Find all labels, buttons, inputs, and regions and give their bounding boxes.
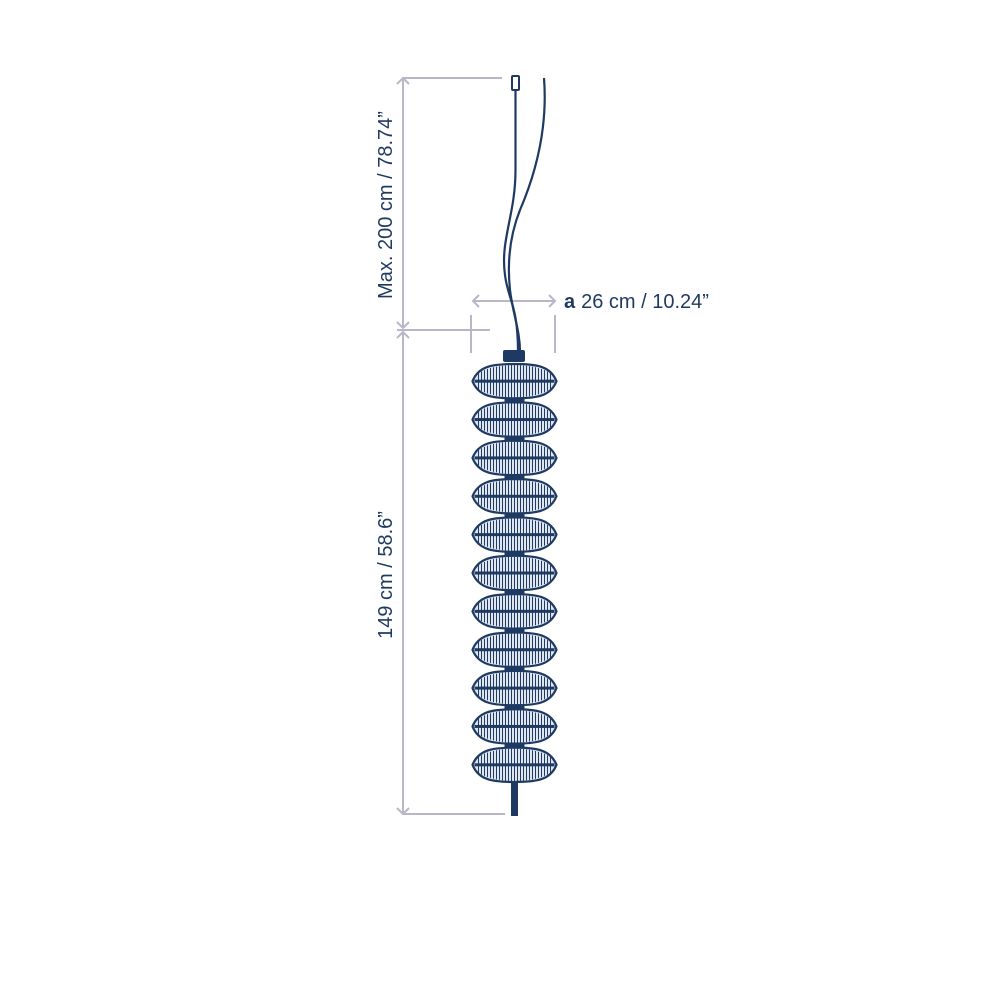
disc-connector (504, 627, 525, 633)
disc-band (474, 609, 555, 613)
disc-connector (504, 512, 525, 518)
lamp-disc (471, 708, 558, 748)
lamp-disc (471, 631, 558, 671)
disc-band (474, 494, 555, 498)
disc-band (474, 648, 555, 652)
cable-height-dimension: Max. 200 cm / 78.74” (375, 76, 502, 330)
disc-band (474, 686, 555, 690)
disc-band (474, 379, 555, 383)
lamp-disc (471, 401, 558, 441)
ceiling-connector (511, 75, 520, 91)
disc-band (474, 763, 555, 767)
lamp-disc (471, 746, 558, 784)
diameter-value: 26 cm / 10.24” (581, 291, 709, 313)
disc-connector (504, 435, 525, 441)
power-cable (507, 77, 546, 353)
lamp-disc (471, 554, 558, 595)
disc-connector (504, 397, 525, 403)
diameter-arrow-right (548, 294, 557, 308)
disc-connector (504, 589, 525, 595)
disc-stack (471, 362, 558, 784)
disc-band (474, 533, 555, 537)
disc-connector (504, 704, 525, 710)
lamp-disc (471, 516, 558, 556)
diameter-arrow-left (471, 294, 480, 308)
cable-height-arrow-bottom (396, 321, 410, 330)
suspension (502, 75, 546, 353)
disc-connector (504, 550, 525, 556)
lamp-disc (471, 362, 558, 403)
lamp-disc (471, 669, 558, 710)
body-height-dimension: 149 cm / 58.6” (375, 329, 505, 816)
top-cap (503, 350, 525, 362)
disc-connector (504, 474, 525, 480)
disc-band (474, 456, 555, 460)
body-height-label: 149 cm / 58.6” (375, 511, 397, 639)
cable-height-label: Max. 200 cm / 78.74” (375, 111, 397, 299)
disc-band (474, 724, 555, 728)
diameter-prefix: a (564, 291, 576, 313)
lamp-disc (471, 439, 558, 480)
lamp-disc (471, 477, 558, 518)
disc-connector (504, 665, 525, 671)
disc-band (474, 418, 555, 422)
lamp-body (471, 350, 558, 816)
disc-connector (504, 742, 525, 748)
lamp-disc (471, 593, 558, 633)
bottom-rod (511, 782, 518, 816)
disc-band (474, 571, 555, 575)
body-height-arrow-top (396, 330, 410, 339)
